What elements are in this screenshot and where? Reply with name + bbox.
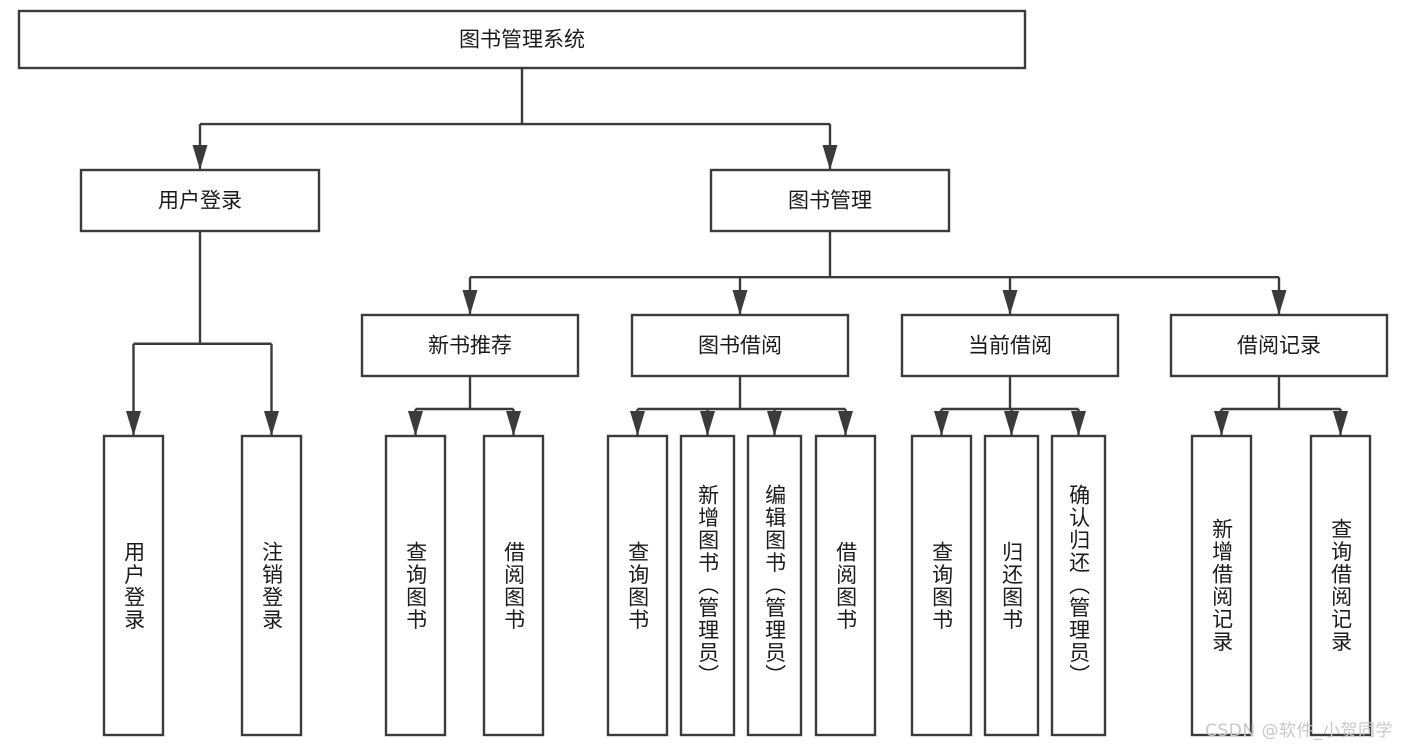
arrow-head-icon-new-book-rec <box>462 290 478 315</box>
node-book-borrow <box>630 313 850 378</box>
connectors-layer <box>126 68 1348 436</box>
node-leaf-logout <box>240 434 303 737</box>
arrow-head-icon-leaf-borrow-book-2 <box>838 411 853 436</box>
node-leaf-query-book-3 <box>910 434 973 737</box>
node-user-login <box>79 168 321 233</box>
node-new-book-rec <box>360 313 580 378</box>
node-boxes-layer <box>17 9 1389 737</box>
node-current-borrow <box>900 313 1120 378</box>
arrow-head-icon-leaf-edit-book <box>767 411 782 436</box>
node-leaf-borrow-book-2 <box>814 434 877 737</box>
node-leaf-add-book <box>679 434 736 737</box>
arrow-head-icon-current-borrow <box>1002 290 1018 315</box>
arrow-head-icon-leaf-return-book <box>1004 411 1019 436</box>
watermark: CSDN @软件_小贺同学 <box>1205 721 1393 741</box>
node-leaf-query-book-2 <box>606 434 669 737</box>
arrow-head-icon-book-manage <box>822 145 838 170</box>
node-label-borrow-record: 借阅记录 <box>1237 334 1321 358</box>
node-label-root: 图书管理系统 <box>459 28 585 52</box>
arrow-head-icon-leaf-logout <box>264 411 279 436</box>
arrow-head-icon-leaf-add-book <box>700 411 715 436</box>
node-label-new-book-rec: 新书推荐 <box>428 334 512 358</box>
node-leaf-return-book <box>983 434 1040 737</box>
arrow-head-icon-leaf-query-book-2 <box>630 411 645 436</box>
arrow-head-icon-leaf-query-book-3 <box>934 411 949 436</box>
arrow-head-icon-user-login <box>192 145 208 170</box>
node-borrow-record <box>1169 313 1389 378</box>
node-leaf-borrow-book-1 <box>482 434 545 737</box>
node-label-current-borrow: 当前借阅 <box>968 334 1052 358</box>
node-label-user-login: 用户登录 <box>158 189 242 213</box>
node-leaf-confirm-return <box>1050 434 1107 737</box>
arrow-head-icon-leaf-query-record <box>1333 411 1348 436</box>
node-leaf-add-record <box>1190 434 1253 737</box>
node-leaf-user-login <box>102 434 165 737</box>
arrow-head-icon-leaf-user-login <box>126 411 141 436</box>
node-leaf-query-record <box>1309 434 1372 737</box>
node-label-book-manage: 图书管理 <box>788 189 872 213</box>
arrow-head-icon-leaf-borrow-book-1 <box>506 411 521 436</box>
arrow-head-icon-book-borrow <box>732 290 748 315</box>
node-leaf-edit-book <box>746 434 803 737</box>
node-label-book-borrow: 图书借阅 <box>698 334 782 358</box>
node-book-manage <box>709 168 951 233</box>
arrow-head-icon-leaf-add-record <box>1214 411 1229 436</box>
arrow-head-icon-leaf-confirm-return <box>1071 411 1086 436</box>
arrow-head-icon-borrow-record <box>1271 290 1287 315</box>
arrow-head-icon-leaf-query-book-1 <box>408 411 423 436</box>
node-root <box>17 9 1027 70</box>
node-leaf-query-book-1 <box>384 434 447 737</box>
